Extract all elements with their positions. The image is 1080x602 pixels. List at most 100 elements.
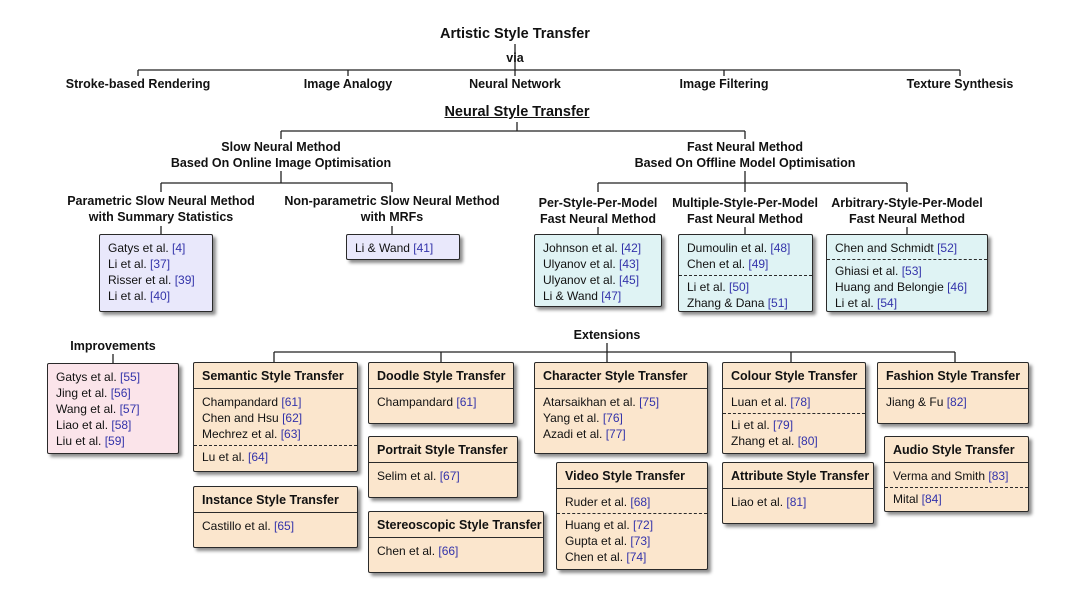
reference-author: Li & Wand [355, 241, 414, 255]
reference-entry: Liao et al. [58] [56, 417, 170, 433]
fast-method-title-line2: Based On Offline Model Optimisation [634, 156, 856, 170]
psm-references-box: Johnson et al. [42]Ulyanov et al. [43]Ul… [534, 234, 662, 307]
reference-author: Ghiasi et al. [835, 264, 902, 278]
reference-author: Li et al. [731, 418, 774, 432]
citation-link[interactable]: [46] [947, 280, 968, 294]
citation-link[interactable]: [74] [626, 550, 647, 564]
citation-link[interactable]: [75] [639, 395, 660, 409]
reference-entry: Chen and Schmidt [52] [835, 240, 979, 256]
reference-entry: Mital [84] [893, 491, 1020, 507]
dashed-separator [679, 275, 812, 276]
citation-link[interactable]: [68] [630, 495, 651, 509]
box-title: Portrait Style Transfer [369, 437, 517, 463]
citation-link[interactable]: [81] [786, 495, 807, 509]
citation-link[interactable]: [79] [773, 418, 794, 432]
reference-author: Champandard [377, 395, 457, 409]
reference-author: Mital [893, 492, 922, 506]
reference-author: Johnson et al. [543, 241, 622, 255]
citation-link[interactable]: [61] [456, 395, 477, 409]
citation-link[interactable]: [52] [937, 241, 958, 255]
reference-author: Zhang & Dana [687, 296, 768, 310]
slow-method-title-line2: Based On Online Image Optimisation [170, 156, 392, 170]
reference-entry: Jiang & Fu [82] [886, 394, 1020, 410]
dashed-separator [827, 259, 987, 260]
citation-link[interactable]: [77] [605, 427, 626, 441]
citation-link[interactable]: [59] [104, 434, 125, 448]
reference-author: Luan et al. [731, 395, 791, 409]
parametric-slow-references-box: Gatys et al. [4]Li et al. [37]Risser et … [99, 234, 213, 312]
citation-link[interactable]: [55] [120, 370, 141, 384]
reference-entry: Gupta et al. [73] [565, 533, 699, 549]
reference-author: Yang et al. [543, 411, 603, 425]
citation-link[interactable]: [37] [150, 257, 171, 271]
citation-link[interactable]: [64] [248, 450, 269, 464]
parametric-slow-title: Parametric Slow Neural Method with Summa… [46, 193, 276, 225]
citation-link[interactable]: [65] [274, 519, 295, 533]
citation-link[interactable]: [58] [111, 418, 132, 432]
citation-link[interactable]: [48] [770, 241, 791, 255]
citation-link[interactable]: [82] [946, 395, 967, 409]
citation-link[interactable]: [62] [282, 411, 303, 425]
citation-link[interactable]: [56] [110, 386, 131, 400]
citation-link[interactable]: [78] [790, 395, 811, 409]
citation-link[interactable]: [47] [601, 289, 622, 303]
category-neural-network: Neural Network [469, 77, 561, 91]
citation-link[interactable]: [45] [619, 273, 640, 287]
citation-link[interactable]: [54] [877, 296, 898, 310]
citation-link[interactable]: [50] [729, 280, 750, 294]
reference-author: Huang and Belongie [835, 280, 948, 294]
citation-link[interactable]: [53] [901, 264, 922, 278]
reference-author: Chen et al. [377, 544, 439, 558]
reference-author: Castillo et al. [202, 519, 275, 533]
reference-entry: Risser et al. [39] [108, 272, 204, 288]
citation-link[interactable]: [49] [748, 257, 769, 271]
parametric-slow-title-line2: with Summary Statistics [88, 210, 234, 224]
reference-entry: Liao et al. [81] [731, 494, 865, 510]
box-body: Dumoulin et al. [48]Chen et al. [49]Li e… [679, 235, 812, 316]
citation-link[interactable]: [73] [630, 534, 651, 548]
citation-link[interactable]: [76] [602, 411, 623, 425]
reference-entry: Chen et al. [49] [687, 256, 804, 272]
citation-link[interactable]: [84] [921, 492, 942, 506]
citation-link[interactable]: [41] [413, 241, 434, 255]
citation-link[interactable]: [39] [174, 273, 195, 287]
box-body: Atarsaikhan et al. [75]Yang et al. [76]A… [535, 389, 707, 447]
reference-entry: Li & Wand [41] [355, 240, 451, 256]
reference-entry: Huang and Belongie [46] [835, 279, 979, 295]
reference-author: Chen and Schmidt [835, 241, 938, 255]
citation-link[interactable]: [51] [767, 296, 788, 310]
citation-link[interactable]: [83] [988, 469, 1009, 483]
citation-link[interactable]: [67] [439, 469, 460, 483]
reference-entry: Chen et al. [66] [377, 543, 535, 559]
citation-link[interactable]: [57] [119, 402, 140, 416]
reference-entry: Atarsaikhan et al. [75] [543, 394, 699, 410]
citation-link[interactable]: [63] [280, 427, 301, 441]
asm-title: Arbitrary-Style-Per-Model Fast Neural Me… [827, 195, 987, 227]
reference-entry: Castillo et al. [65] [202, 518, 349, 534]
reference-author: Jiang & Fu [886, 395, 947, 409]
psm-title: Per-Style-Per-Model Fast Neural Method [526, 195, 670, 227]
fast-method-title: Fast Neural Method Based On Offline Mode… [605, 139, 885, 171]
msm-title: Multiple-Style-Per-Model Fast Neural Met… [665, 195, 825, 227]
reference-entry: Zhang et al. [80] [731, 433, 857, 449]
reference-entry: Chen and Hsu [62] [202, 410, 349, 426]
reference-entry: Mechrez et al. [63] [202, 426, 349, 442]
reference-entry: Wang et al. [57] [56, 401, 170, 417]
citation-link[interactable]: [4] [172, 241, 186, 255]
box-body: Luan et al. [78] Li et al. [79]Zhang et a… [723, 389, 865, 454]
citation-link[interactable]: [43] [619, 257, 640, 271]
citation-link[interactable]: [40] [150, 289, 171, 303]
citation-link[interactable]: [66] [438, 544, 459, 558]
citation-link[interactable]: [72] [633, 518, 654, 532]
citation-link[interactable]: [80] [797, 434, 818, 448]
citation-link[interactable]: [61] [281, 395, 302, 409]
citation-link[interactable]: [42] [621, 241, 642, 255]
box-body: Verma and Smith [83]Mital [84] [885, 463, 1028, 512]
improvements-references-box: Gatys et al. [55]Jing et al. [56]Wang et… [47, 363, 179, 454]
